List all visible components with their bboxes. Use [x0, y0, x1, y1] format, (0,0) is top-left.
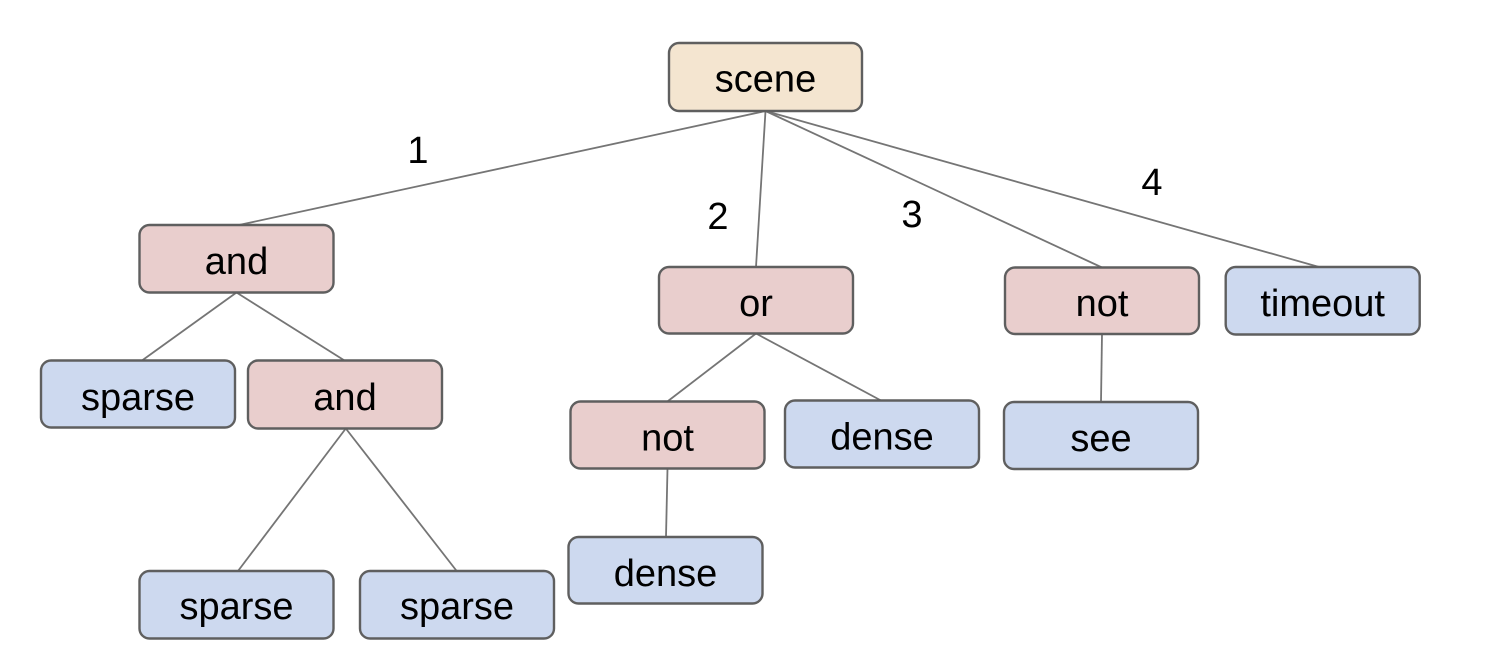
svg-text:not: not: [641, 418, 694, 460]
svg-text:and: and: [205, 241, 268, 283]
svg-text:sparse: sparse: [81, 377, 195, 419]
svg-text:or: or: [739, 283, 773, 325]
svg-text:sparse: sparse: [400, 586, 514, 628]
svg-text:sparse: sparse: [179, 586, 293, 628]
svg-text:3: 3: [901, 194, 922, 236]
svg-text:and: and: [313, 377, 376, 419]
svg-text:1: 1: [407, 130, 428, 172]
svg-text:4: 4: [1141, 162, 1162, 204]
svg-text:not: not: [1076, 283, 1129, 325]
svg-text:2: 2: [707, 196, 728, 238]
svg-text:see: see: [1070, 418, 1131, 460]
svg-text:dense: dense: [830, 417, 934, 459]
svg-text:scene: scene: [715, 59, 816, 101]
svg-text:timeout: timeout: [1260, 283, 1385, 325]
svg-text:dense: dense: [614, 553, 718, 595]
